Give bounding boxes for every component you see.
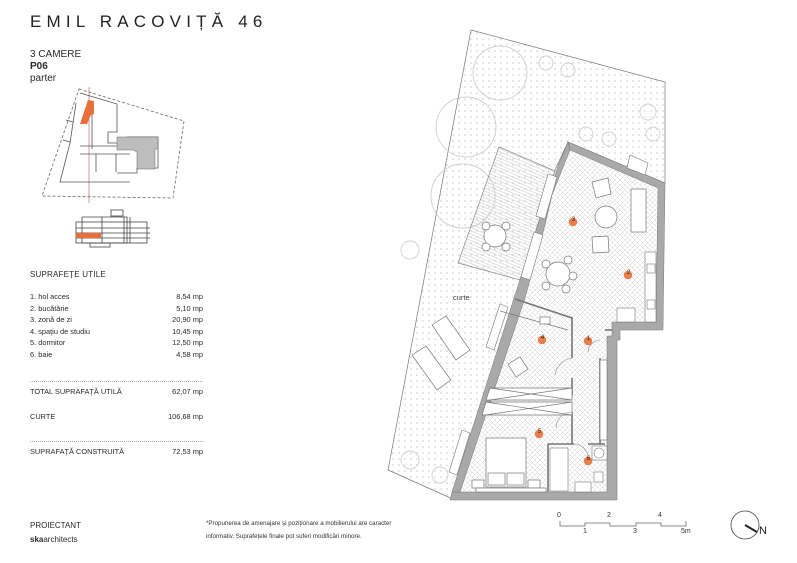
designer-label: PROIECTANT [30, 521, 81, 530]
room-marker-1: 1 [586, 336, 591, 342]
room-marker-5: 5 [537, 429, 542, 435]
garden-label: CURTE [30, 412, 56, 421]
area-value: 5,10 mp [176, 303, 203, 313]
scale-tick-1: 1 [583, 528, 587, 535]
area-label: 1. hol acces [30, 292, 70, 301]
area-label: 4. spațiu de studiu [30, 326, 90, 336]
garden-row: CURTE 106,68 mp [30, 412, 203, 421]
garden-label-text: curte [453, 293, 470, 302]
key-plan-section [75, 209, 150, 248]
built-value: 72,53 mp [172, 447, 203, 456]
designer-name: skaarchitects [30, 535, 78, 544]
area-value: 4,58 mp [176, 349, 203, 359]
area-label: 6. baie [30, 349, 53, 359]
area-row: 4. spațiu de studiu 10,45 mp [30, 326, 203, 338]
total-value: 62,07 mp [172, 387, 203, 396]
area-value: 8,54 mp [176, 292, 203, 301]
disclaimer-note: *Propunerea de amenajare și poziționare … [206, 517, 446, 543]
area-label: 5. dormitor [30, 338, 66, 348]
kitchen-counter [616, 251, 657, 323]
terrace-table [481, 221, 511, 252]
study-furniture [499, 310, 569, 378]
garden-value: 106,68 mp [168, 412, 203, 421]
note-line-2: informativ. Suprafețele finale pot sufer… [206, 533, 362, 540]
area-row: 2. bucătărie 5,10 mp [30, 303, 203, 315]
floor-level: parter [30, 73, 57, 84]
room-marker-4: 4 [540, 335, 545, 341]
bedroom-furniture [471, 437, 547, 493]
area-label: 3. zonă de zi [30, 315, 72, 325]
project-title: EMIL RACOVIȚĂ 46 [30, 12, 268, 31]
north-label: N [759, 525, 767, 537]
designer-name-rest: architects [43, 535, 78, 544]
apartment-interior [460, 150, 658, 492]
area-value: 10,45 mp [172, 326, 203, 336]
total-label: TOTAL SUPRAFAȚĂ UTILĂ [30, 387, 122, 396]
interior-walls [514, 298, 612, 492]
bathroom-fixtures [549, 445, 608, 493]
terrace-deck [457, 146, 556, 281]
scale-tick-4: 4 [658, 512, 662, 519]
room-markers [534, 217, 633, 466]
total-row: TOTAL SUPRAFAȚĂ UTILĂ 62,07 mp [30, 387, 203, 396]
area-label: 2. bucătărie [30, 303, 69, 313]
room-marker-3: 3 [571, 217, 576, 223]
room-marker-2: 2 [626, 270, 631, 276]
scale-tick-5m: 5m [681, 528, 691, 535]
exterior-walls [449, 141, 666, 501]
area-value: 12,50 mp [172, 338, 203, 348]
key-plan-unit-highlight [80, 100, 94, 124]
area-row: 1. hol acces 8,54 mp [30, 291, 203, 303]
scale-tick-3: 3 [633, 528, 637, 535]
built-label: SUPRAFAȚĂ CONSTRUITĂ [30, 447, 125, 456]
built-row: SUPRAFAȚĂ CONSTRUITĂ 72,53 mp [30, 447, 203, 456]
room-marker-6: 6 [586, 456, 591, 462]
garden-area [387, 29, 666, 501]
sun-loungers [411, 315, 471, 391]
scale-tick-0: 0 [557, 512, 561, 519]
designer-name-bold: ska [30, 535, 44, 544]
doors [554, 339, 601, 459]
area-row: 6. baie 4,58 mp [30, 349, 203, 361]
garden-trees [400, 45, 661, 484]
divider [30, 441, 203, 442]
areas-heading: SUPRAFEȚE UTILE [30, 270, 106, 279]
area-row: 5. dormitor 12,50 mp [30, 337, 203, 349]
unit-code: P06 [30, 61, 48, 72]
rooms-count: 3 CAMERE [30, 49, 82, 60]
divider [30, 381, 203, 382]
scale-tick-2: 2 [607, 512, 611, 519]
note-line-1: *Propunerea de amenajare și poziționare … [206, 520, 392, 527]
wardrobes [481, 359, 608, 441]
area-value: 20,90 mp [172, 315, 203, 325]
area-row: 3. zonă de zi 20,90 mp [30, 314, 203, 326]
windows [448, 154, 649, 476]
